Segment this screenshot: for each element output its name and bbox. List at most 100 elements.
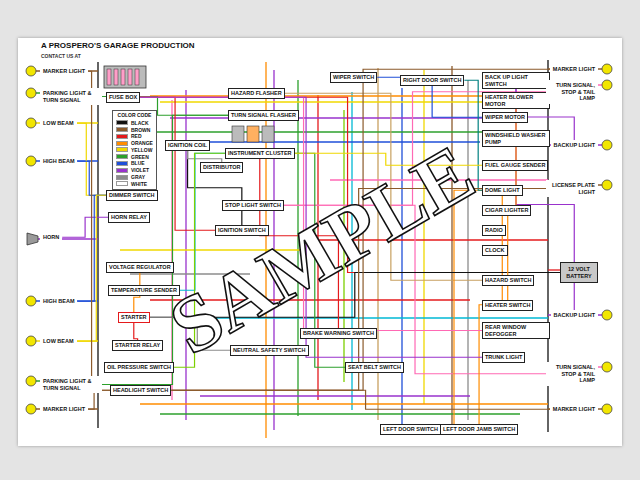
component-label: FUSE BOX xyxy=(109,94,137,101)
component-label: HIGH BEAM xyxy=(43,158,74,165)
legend-swatch xyxy=(116,147,128,152)
legend-text: BLACK xyxy=(131,120,149,126)
lamp-symbol xyxy=(602,310,612,320)
legend-text: WHITE xyxy=(131,181,147,187)
lamp-symbol xyxy=(602,180,612,190)
lamp-label: LOW BEAM xyxy=(40,336,77,347)
component-label: WIPER MOTOR xyxy=(485,114,525,121)
legend-swatch xyxy=(116,120,128,125)
lamp-symbol xyxy=(602,404,612,414)
title: A PROSPERO'S GARAGE PRODUCTION xyxy=(40,41,196,50)
contact-line: CONTACT US AT xyxy=(40,53,82,59)
legend-swatch xyxy=(116,134,128,139)
legend-row: GREEN xyxy=(116,153,153,160)
switch-box: LEFT DOOR JAMB SWITCH xyxy=(440,424,518,435)
wire-connector xyxy=(188,151,222,163)
relay-box: TURN SIGNAL FLASHER xyxy=(228,110,299,121)
component-label: LOW BEAM xyxy=(43,120,74,127)
horn-symbol xyxy=(27,233,38,245)
component-label: STOP LIGHT SWITCH xyxy=(225,202,281,209)
fuse xyxy=(135,69,139,85)
component-label: TURN SIGNAL, STOP & TAIL LAMP xyxy=(549,82,595,102)
horn-label: HORN xyxy=(40,232,62,243)
legend-text: GREEN xyxy=(131,154,149,160)
switch-box: HEADLIGHT SWITCH xyxy=(110,385,171,396)
component-label: RADIO xyxy=(485,227,503,234)
legend-text: ORANGE xyxy=(131,140,153,146)
legend-row: ORANGE xyxy=(116,140,153,147)
component-label: MARKER LIGHT xyxy=(43,406,85,413)
fuse-box: FUSE BOX xyxy=(106,92,140,103)
wire xyxy=(548,269,560,270)
lamp-label: PARKING LIGHT & TURN SIGNAL xyxy=(40,88,102,105)
legend-text: VIOLET xyxy=(131,167,149,173)
component-box: DISTRIBUTOR xyxy=(200,162,243,173)
component-label: BACKUP LIGHT xyxy=(554,312,595,319)
legend-swatch xyxy=(116,141,128,146)
component-label: MARKER LIGHT xyxy=(553,406,595,413)
relay-box: STARTER RELAY xyxy=(112,340,163,351)
component-label: LEFT DOOR SWITCH xyxy=(383,426,438,433)
component-label: LICENSE PLATE LIGHT xyxy=(549,182,595,195)
component-label: RIGHT DOOR SWITCH xyxy=(403,77,461,84)
legend-row: BLUE xyxy=(116,160,153,167)
relay-symbol xyxy=(262,126,274,142)
component-box: INSTRUMENT CLUSTER xyxy=(225,148,295,159)
relay-box: HAZARD FLASHER xyxy=(228,88,285,99)
component-label: MARKER LIGHT xyxy=(553,66,595,73)
fuse-block xyxy=(104,66,146,88)
component-label: MARKER LIGHT xyxy=(43,68,85,75)
legend-swatch xyxy=(116,154,128,159)
component-label: REAR WINDOW DEFOGGER xyxy=(485,324,547,337)
lamp-symbol xyxy=(602,362,612,372)
legend-text: BLUE xyxy=(131,160,145,166)
legend-text: RED xyxy=(131,133,142,139)
wire-connector xyxy=(62,217,108,237)
ground-bus xyxy=(97,62,98,428)
lamp-label: TURN SIGNAL, STOP & TAIL LAMP xyxy=(546,362,598,386)
lamp-label: BACKUP LIGHT xyxy=(551,310,598,321)
legend-heading: COLOR CODE xyxy=(116,112,153,118)
switch-box: WIPER SWITCH xyxy=(330,72,377,83)
component-label: PARKING LIGHT & TURN SIGNAL xyxy=(43,378,99,391)
component-label: BACKUP LIGHT xyxy=(554,142,595,149)
component-box: FUEL GAUGE SENDER xyxy=(482,160,548,171)
lamp-symbol xyxy=(602,80,612,90)
lamp-label: MARKER LIGHT xyxy=(550,64,598,75)
component-label: HAZARD FLASHER xyxy=(231,90,282,97)
component-label: STARTER RELAY xyxy=(115,342,160,349)
wire xyxy=(140,131,520,132)
component-box: RADIO xyxy=(482,225,506,236)
component-label: LOW BEAM xyxy=(43,338,74,345)
lamp-label: PARKING LIGHT & TURN SIGNAL xyxy=(40,376,102,393)
wire-connector xyxy=(88,390,110,409)
lamp-symbol xyxy=(602,64,612,74)
relay-block xyxy=(232,126,274,142)
switch-box: BRAKE WARNING SWITCH xyxy=(300,328,377,339)
component-box: BACK UP LIGHT SWITCH xyxy=(482,72,550,89)
legend-text: YELLOW xyxy=(131,147,152,153)
switch-box: SEAT BELT SWITCH xyxy=(345,362,404,373)
starter-box: STARTER xyxy=(118,312,150,323)
component-label: OIL PRESSURE SWITCH xyxy=(107,364,171,371)
component-label: STARTER xyxy=(121,314,147,321)
component-box: TRUNK LIGHT xyxy=(482,352,525,363)
component-label: BRAKE WARNING SWITCH xyxy=(303,330,374,337)
component-label: DISTRIBUTOR xyxy=(203,164,240,171)
wire-connector xyxy=(171,390,550,409)
component-label: 12 VOLT BATTERY xyxy=(564,266,594,279)
component-label: HORN xyxy=(43,234,59,241)
lamp-label: LICENSE PLATE LIGHT xyxy=(546,180,598,197)
component-box: HAZARD SWITCH xyxy=(482,275,534,286)
wire xyxy=(160,413,520,414)
lamp-label: TURN SIGNAL, STOP & TAIL LAMP xyxy=(546,80,598,104)
wire-connector xyxy=(88,71,110,390)
legend-row: WHITE xyxy=(116,180,153,187)
component-label: WIPER SWITCH xyxy=(333,74,374,81)
wire xyxy=(401,88,402,428)
relay-box: HORN RELAY xyxy=(108,212,150,223)
relay-symbol xyxy=(232,126,244,142)
component-box: HEATER SWITCH xyxy=(482,300,533,311)
component-label: LEFT DOOR JAMB SWITCH xyxy=(443,426,515,433)
legend-row: GRAY xyxy=(116,173,153,180)
